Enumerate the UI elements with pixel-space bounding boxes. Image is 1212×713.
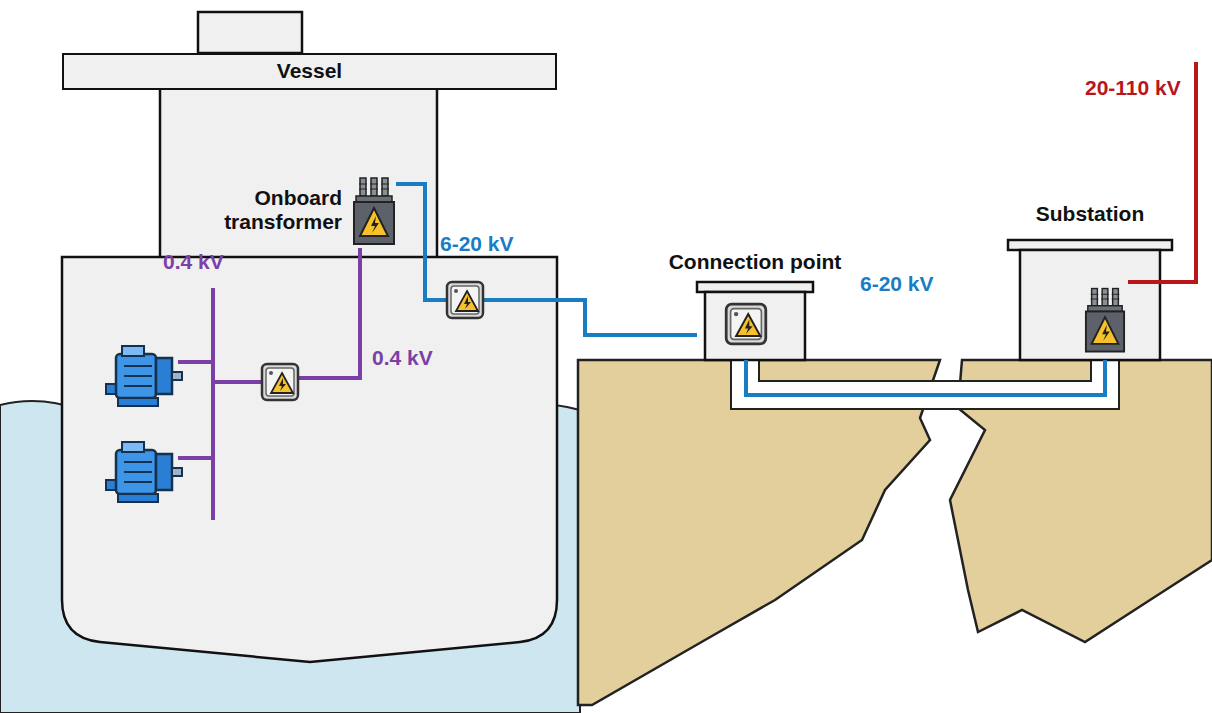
node-label: Onboard transformer (202, 186, 342, 234)
connection-point: Connection point (697, 248, 813, 360)
voltage-label: 6-20 kV (440, 232, 514, 256)
power-cable (746, 360, 1105, 395)
voltage-label: 0.4 kV (372, 346, 433, 370)
onboard-transformer: Onboard transformer (352, 176, 396, 248)
voltage-label: 0.4 kV (163, 250, 224, 274)
node-label: Substation (1036, 202, 1145, 226)
vessel-bar: Vessel (62, 53, 557, 90)
voltage-label: 20-110 kV (1085, 76, 1181, 100)
substation: Substation (1008, 200, 1172, 360)
power-cable (396, 184, 697, 335)
voltage-label: 6-20 kV (860, 272, 934, 296)
node-label: Connection point (669, 250, 842, 274)
node-label: Vessel (277, 59, 342, 83)
